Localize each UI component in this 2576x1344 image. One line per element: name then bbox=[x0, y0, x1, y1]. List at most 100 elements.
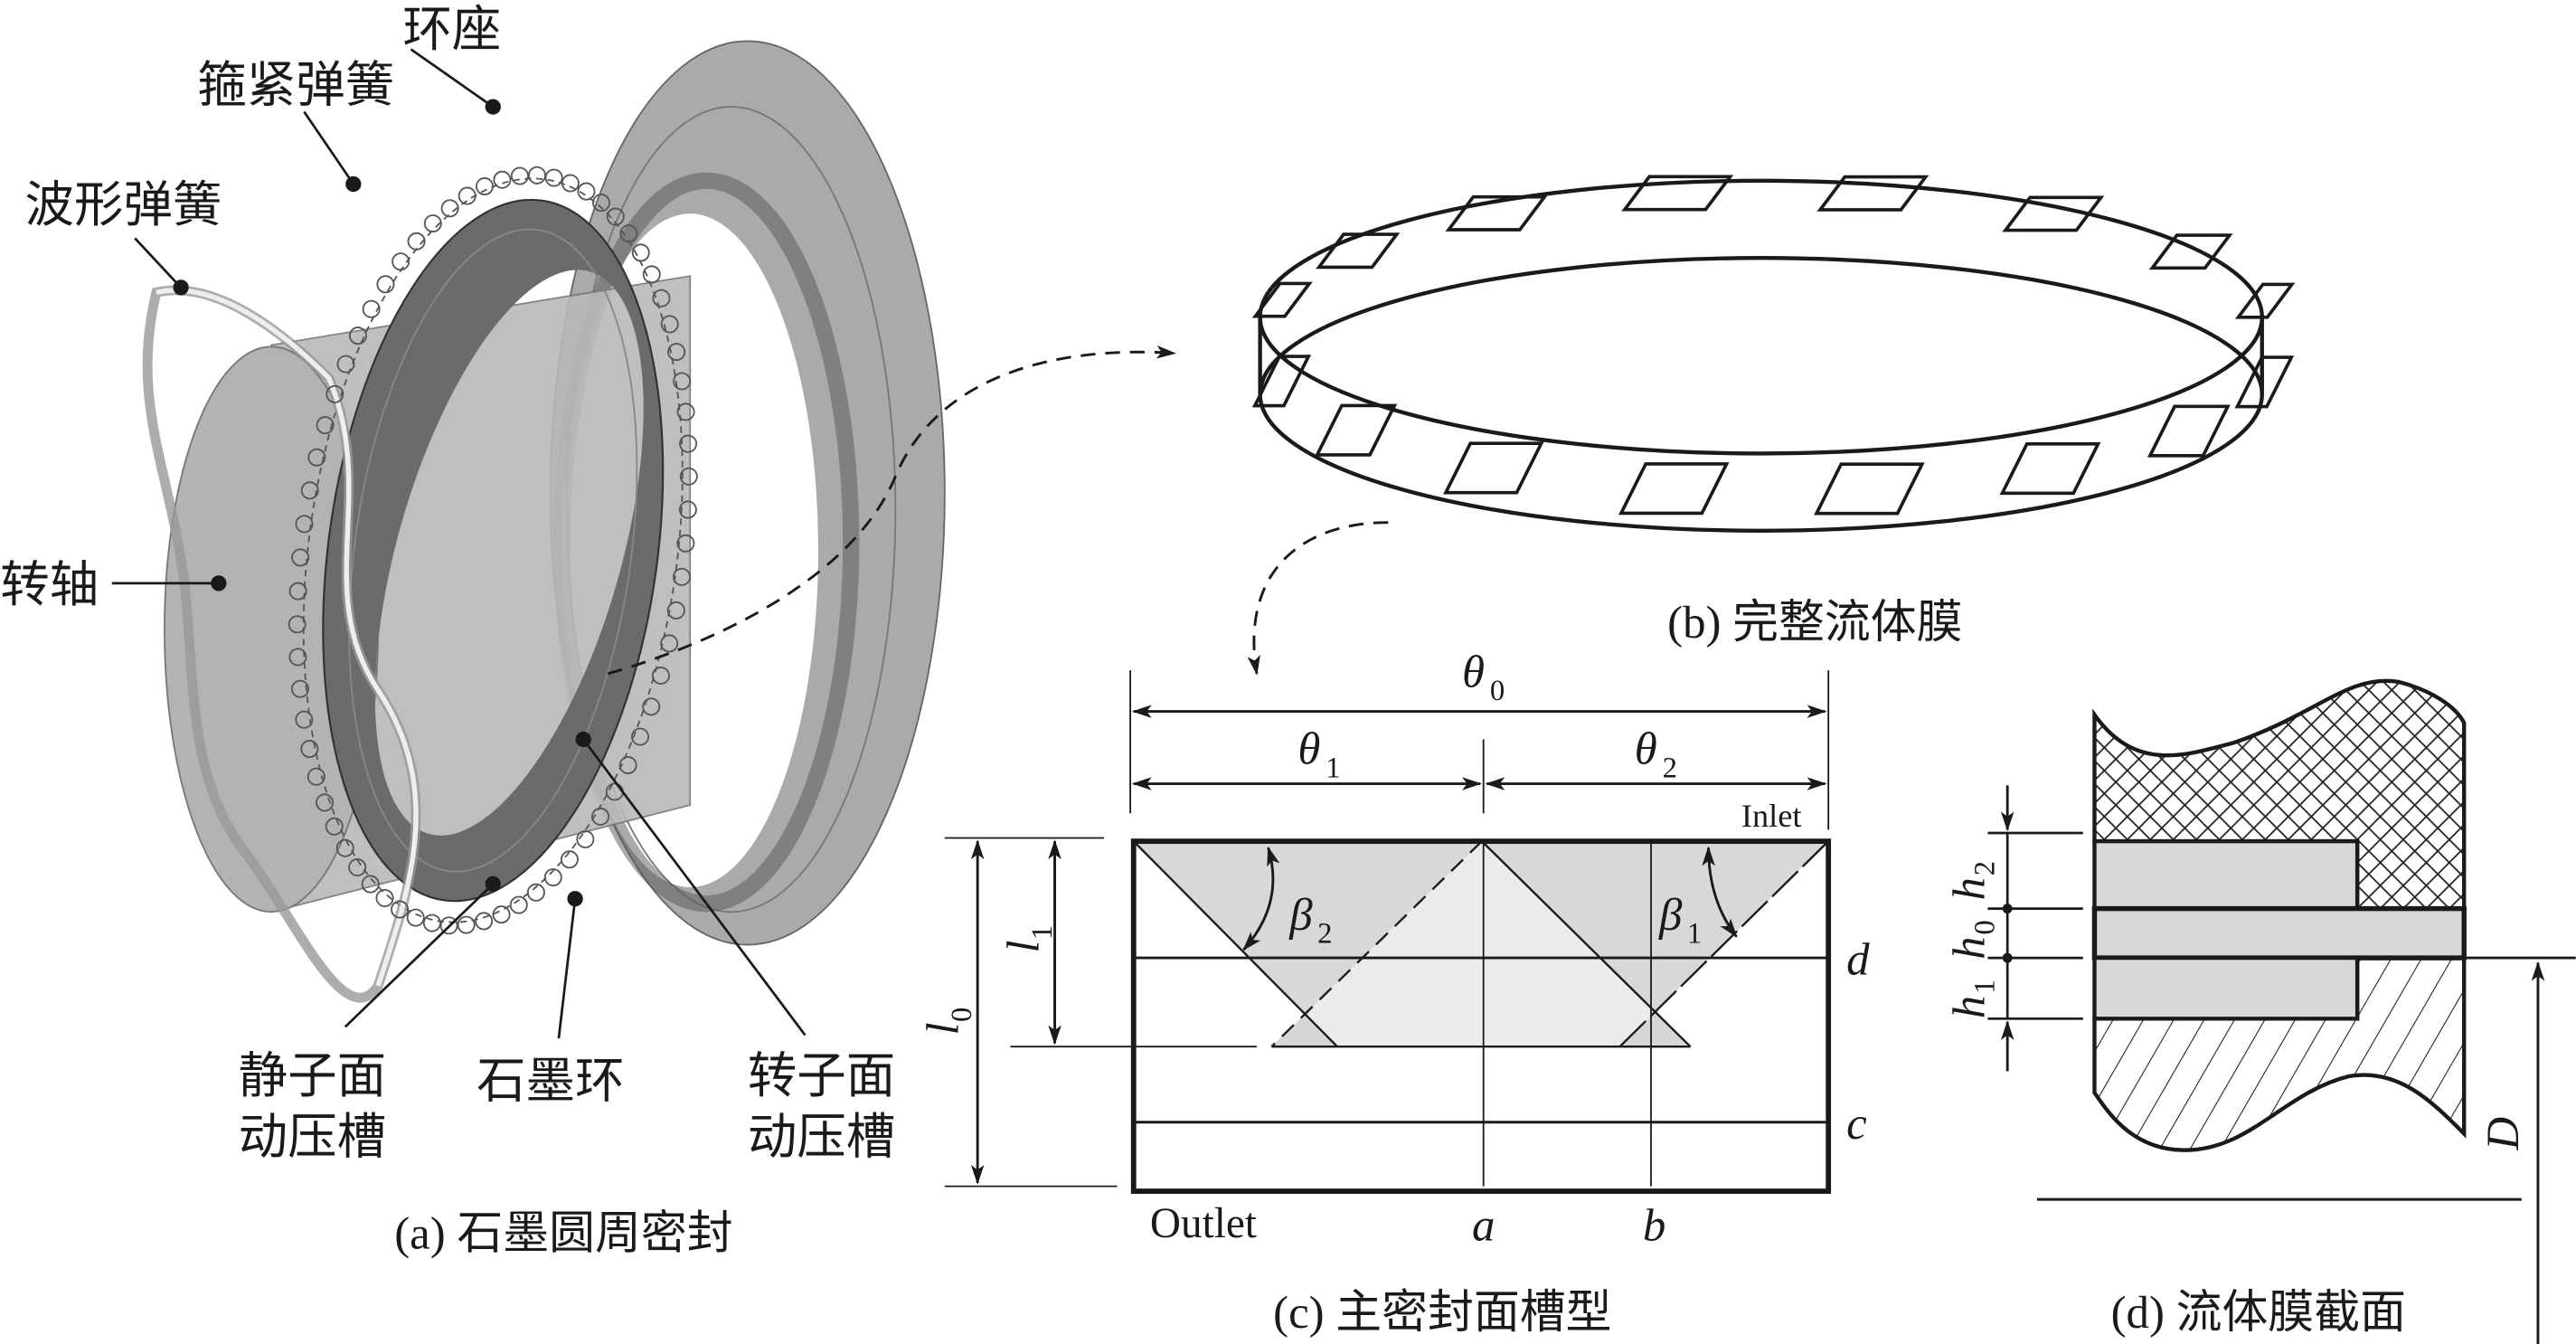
hatched-shaft-section bbox=[2092, 955, 2467, 1152]
label-garter-spring: 箍紧弹簧 bbox=[197, 58, 394, 113]
spring-coil bbox=[290, 679, 309, 698]
spring-coil bbox=[300, 740, 319, 759]
label-d: d bbox=[1846, 934, 1870, 985]
label-h1-sub: 1 bbox=[1969, 980, 2002, 994]
label-theta2: θ bbox=[1635, 724, 1657, 775]
spring-coil bbox=[642, 697, 661, 716]
spring-coil bbox=[440, 199, 459, 218]
label-h1: h bbox=[1945, 996, 1996, 1018]
spring-coil bbox=[652, 289, 671, 308]
leader-lines bbox=[111, 48, 807, 1039]
spring-coil bbox=[673, 372, 692, 391]
spring-coil bbox=[526, 883, 545, 902]
panel-a-illustration: 环座 箍紧弹簧 波形弹簧 转轴 静子面 动压槽 石墨环 转子面 动压槽 (a) … bbox=[0, 2, 946, 1260]
spring-coil bbox=[291, 548, 310, 567]
spring-coil bbox=[288, 648, 307, 667]
spring-coil bbox=[288, 582, 307, 601]
spring-coil bbox=[618, 756, 637, 774]
label-stator-groove-2: 动压槽 bbox=[239, 1109, 386, 1164]
label-ring-seat: 环座 bbox=[402, 2, 501, 57]
spring-coil bbox=[560, 850, 579, 869]
spring-coil bbox=[375, 888, 394, 907]
spring-coil bbox=[362, 299, 381, 318]
label-outlet: Outlet bbox=[1150, 1200, 1257, 1247]
spring-coil bbox=[422, 913, 441, 932]
spring-coil bbox=[458, 186, 477, 205]
spring-coil bbox=[676, 534, 695, 553]
label-beta1-sub: 1 bbox=[1687, 918, 1702, 951]
label-inlet: Inlet bbox=[1741, 798, 1802, 834]
spring-coil bbox=[631, 243, 650, 262]
spring-coil bbox=[348, 858, 367, 876]
label-wave-spring: 波形弹簧 bbox=[25, 177, 222, 232]
groove-patch bbox=[1314, 403, 1398, 457]
spring-coil bbox=[651, 667, 670, 685]
spring-coil bbox=[326, 384, 344, 403]
dashed-connector-a-b bbox=[608, 345, 1176, 676]
spring-coil bbox=[493, 170, 512, 189]
spring-coil bbox=[300, 481, 319, 500]
groove-patch bbox=[1316, 232, 1401, 270]
spring-coil bbox=[544, 168, 563, 187]
groove-patch bbox=[1251, 281, 1313, 318]
label-h2-sub: 2 bbox=[1969, 861, 2002, 875]
dashed-connector-b-c bbox=[1247, 521, 1389, 676]
spring-coil bbox=[591, 807, 610, 826]
label-a: a bbox=[1472, 1201, 1495, 1252]
label-l0-sub: 0 bbox=[946, 1008, 978, 1022]
spring-coil bbox=[325, 817, 344, 836]
panel-c-groove-profile: θ 0 θ 1 θ 2 β 2 β 1 l 1 l 0 Inlet Outlet… bbox=[918, 647, 1870, 1338]
spring-coil bbox=[576, 829, 595, 848]
beta2-arc bbox=[1242, 846, 1280, 951]
caption-d: (d) 流体膜截面 bbox=[2111, 1288, 2406, 1339]
spring-coil bbox=[591, 194, 610, 213]
label-beta2-sub: 2 bbox=[1317, 918, 1332, 951]
spring-coil bbox=[561, 174, 580, 193]
spring-coil bbox=[543, 868, 562, 887]
label-h0: h bbox=[1945, 936, 1996, 959]
spring-coil bbox=[316, 793, 335, 812]
spring-coil bbox=[376, 275, 395, 294]
spring-coil bbox=[509, 895, 528, 914]
label-h0-sub: 0 bbox=[1969, 920, 2002, 934]
label-l0: l bbox=[918, 1022, 968, 1035]
spring-coil bbox=[660, 634, 679, 653]
label-l1: l bbox=[998, 941, 1049, 953]
spring-coil bbox=[348, 327, 367, 345]
spring-coil bbox=[457, 915, 476, 934]
spring-coil bbox=[631, 727, 650, 746]
spring-coil bbox=[361, 875, 380, 894]
groove-gap-upper bbox=[2092, 838, 2360, 911]
spring-coil bbox=[642, 265, 661, 284]
groove-patch bbox=[2002, 195, 2105, 232]
spring-coil bbox=[406, 908, 425, 927]
spring-coil bbox=[336, 355, 355, 374]
spring-coil bbox=[307, 448, 326, 467]
spring-coil bbox=[666, 601, 685, 620]
panel-d-film-section: h 2 h 0 h 1 D (d) 流体膜截面 bbox=[1945, 678, 2576, 1344]
spring-coil bbox=[577, 182, 596, 201]
spring-coil bbox=[492, 905, 511, 924]
groove-patch bbox=[2147, 404, 2231, 458]
groove-patch bbox=[2148, 233, 2233, 270]
spring-coil bbox=[316, 416, 335, 435]
label-rotor-groove-1: 转子面 bbox=[748, 1048, 895, 1103]
label-theta0: θ bbox=[1462, 647, 1485, 697]
label-stator-groove-1: 静子面 bbox=[239, 1048, 386, 1103]
label-l1-sub: 1 bbox=[1026, 925, 1059, 940]
label-beta2: β bbox=[1288, 890, 1313, 941]
groove-patch bbox=[1443, 441, 1544, 495]
spring-coil bbox=[510, 166, 529, 185]
groove-gap-lower bbox=[2092, 955, 2360, 1021]
label-theta2-sub: 2 bbox=[1663, 752, 1677, 784]
label-h2: h bbox=[1945, 877, 1996, 900]
spring-coil bbox=[307, 767, 326, 786]
spring-coil bbox=[679, 434, 698, 453]
groove-patch bbox=[1618, 462, 1730, 516]
groove-patches bbox=[1251, 175, 2296, 516]
groove-patch bbox=[2234, 282, 2296, 319]
spring-coil bbox=[475, 912, 494, 931]
spring-coil bbox=[392, 252, 410, 271]
spring-coil bbox=[475, 177, 494, 195]
